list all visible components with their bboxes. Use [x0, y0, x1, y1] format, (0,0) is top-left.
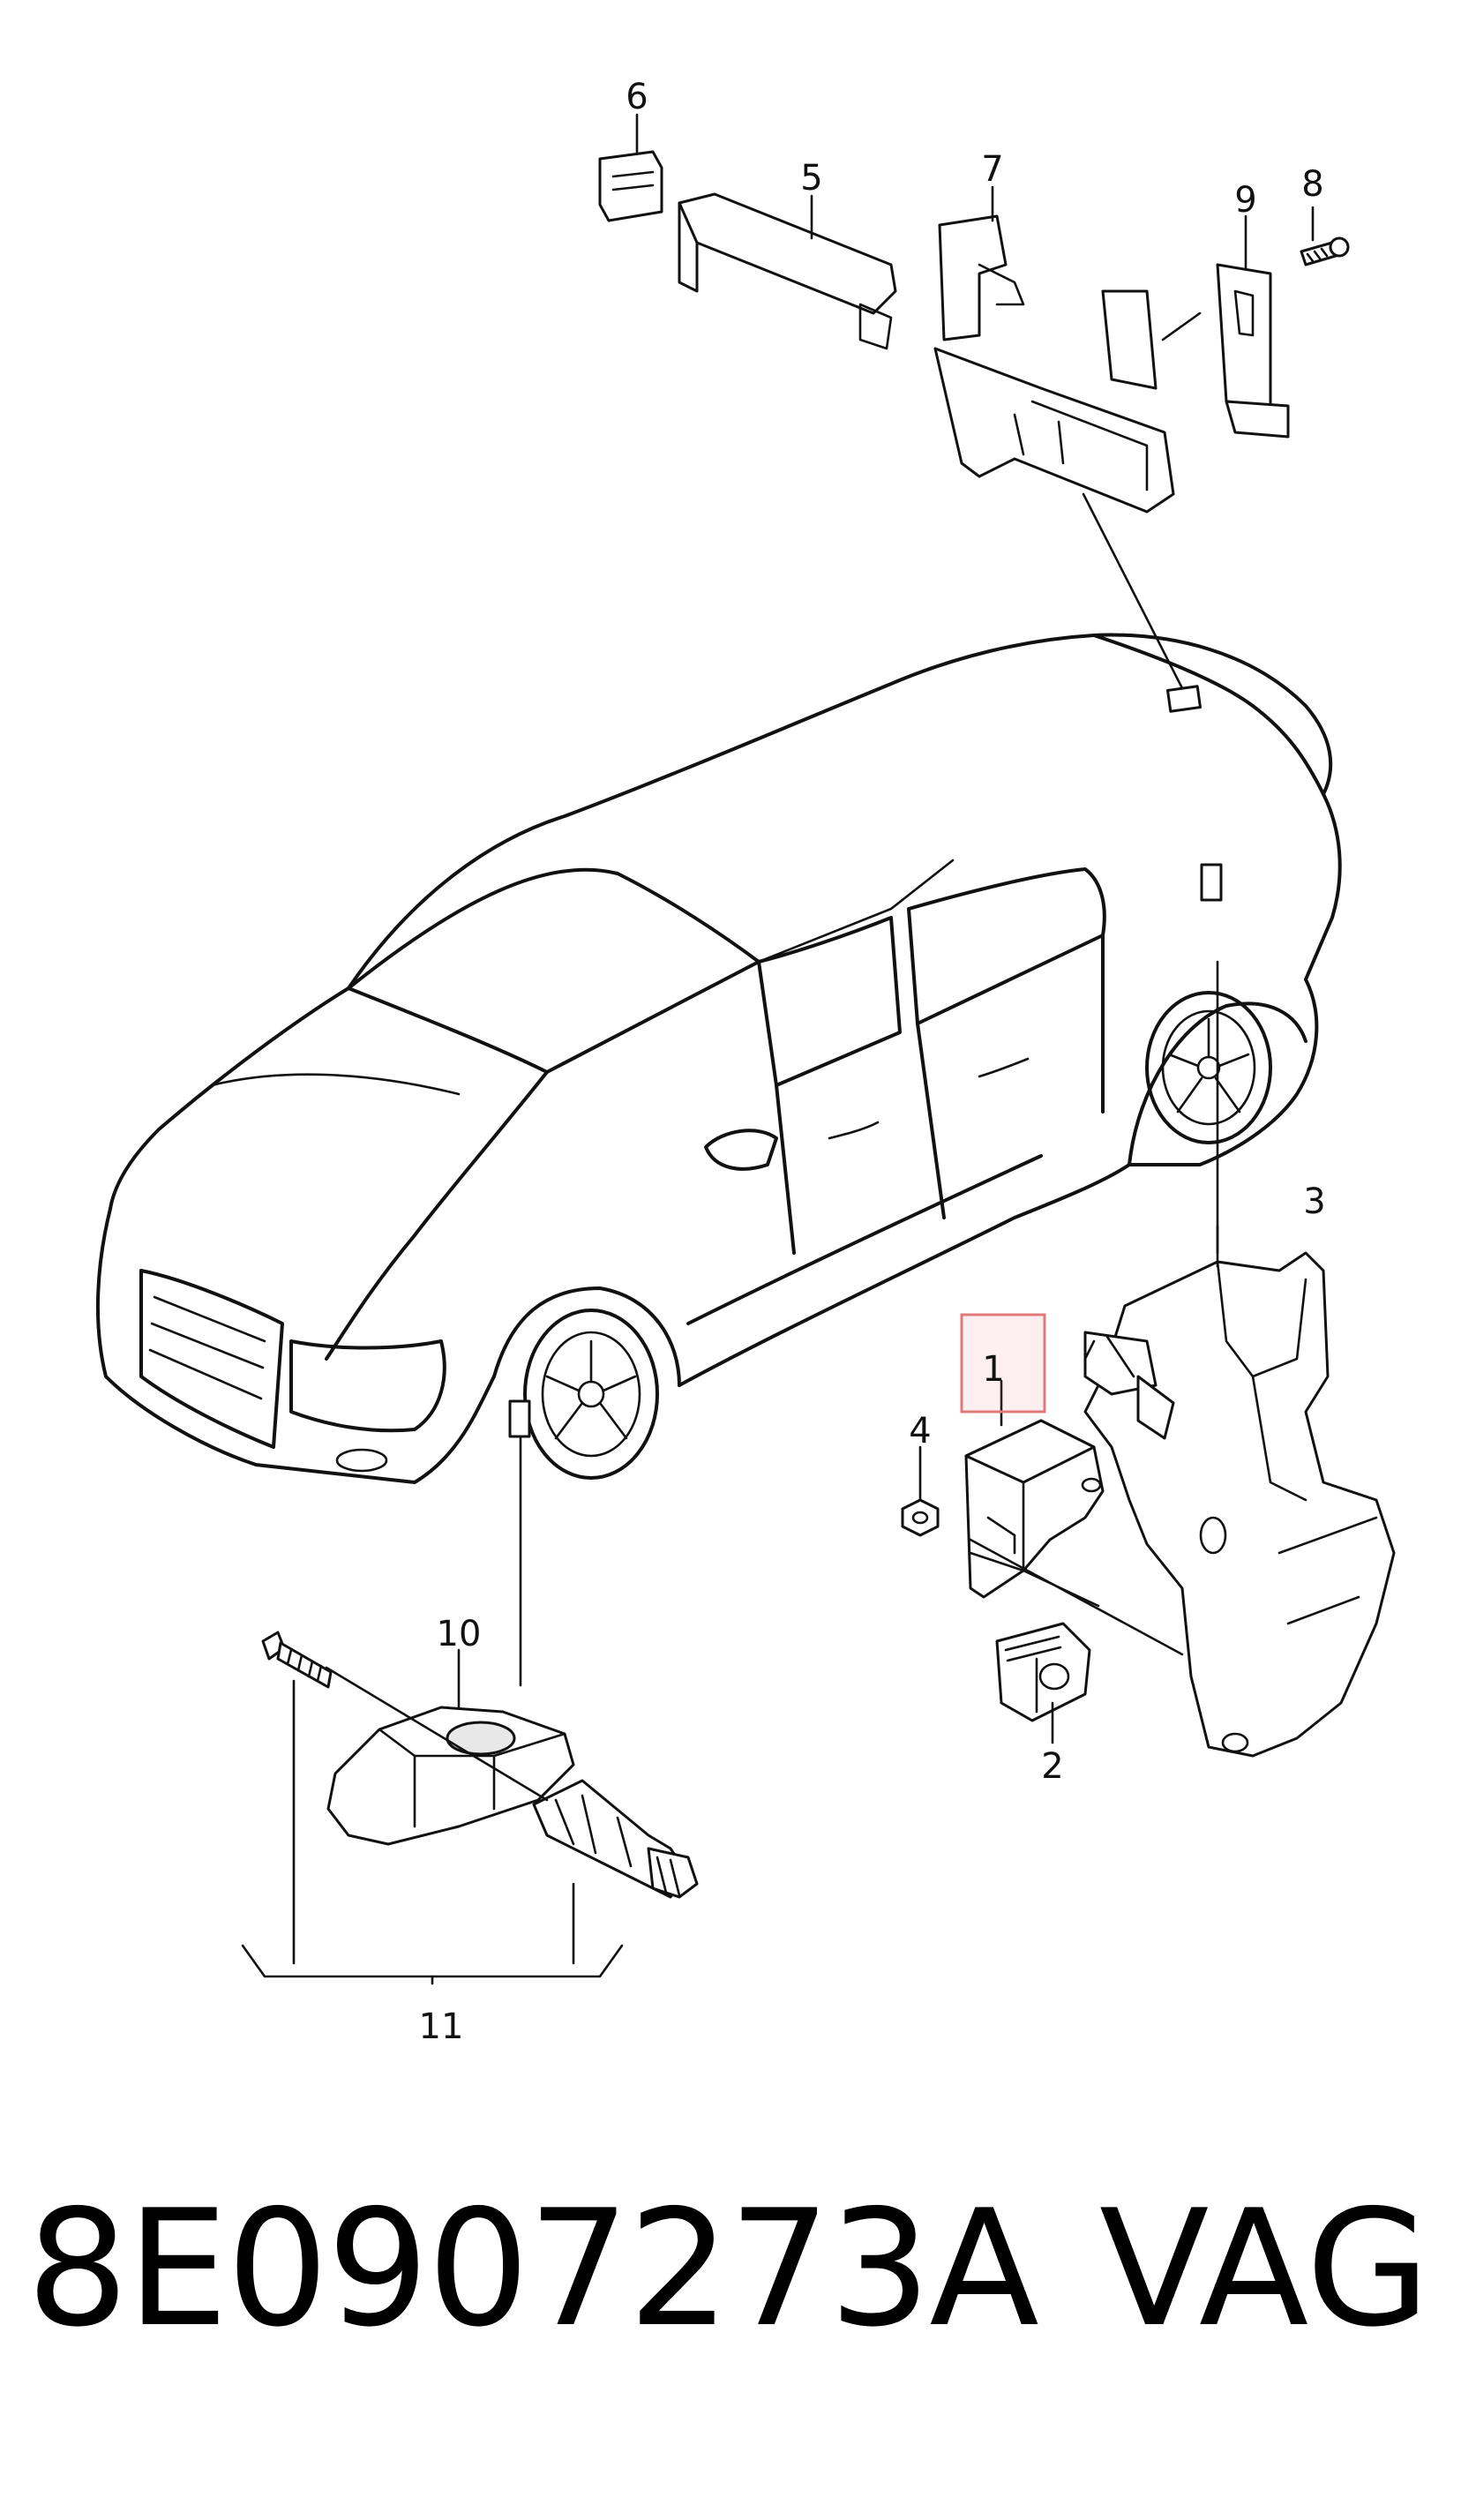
callout-1: 1: [982, 1349, 1004, 1390]
callout-3: 3: [1303, 1181, 1325, 1222]
car-illustration: [95, 633, 1342, 1484]
callout-8: 8: [1301, 164, 1323, 205]
callout-5: 5: [800, 158, 822, 199]
highlight-box: [960, 1313, 1046, 1414]
callout-11: 11: [419, 2006, 464, 2047]
antenna-assembly: [598, 113, 1350, 690]
callout-9: 9: [1234, 180, 1256, 221]
callout-7: 7: [981, 149, 1003, 190]
control-unit-assembly: [901, 960, 1396, 1758]
part-number: 8E0907273A: [26, 2175, 1039, 2362]
callout-10: 10: [437, 1614, 482, 1654]
brand-name: VAG: [1099, 2175, 1431, 2362]
callout-2: 2: [1041, 1746, 1063, 1787]
tpms-sensor-assembly: [241, 1436, 699, 1985]
callout-4: 4: [909, 1411, 931, 1451]
callout-labels: 1 2 3 4 5 6 7 8 9 10 11: [419, 77, 1326, 2047]
callout-6: 6: [626, 77, 648, 117]
